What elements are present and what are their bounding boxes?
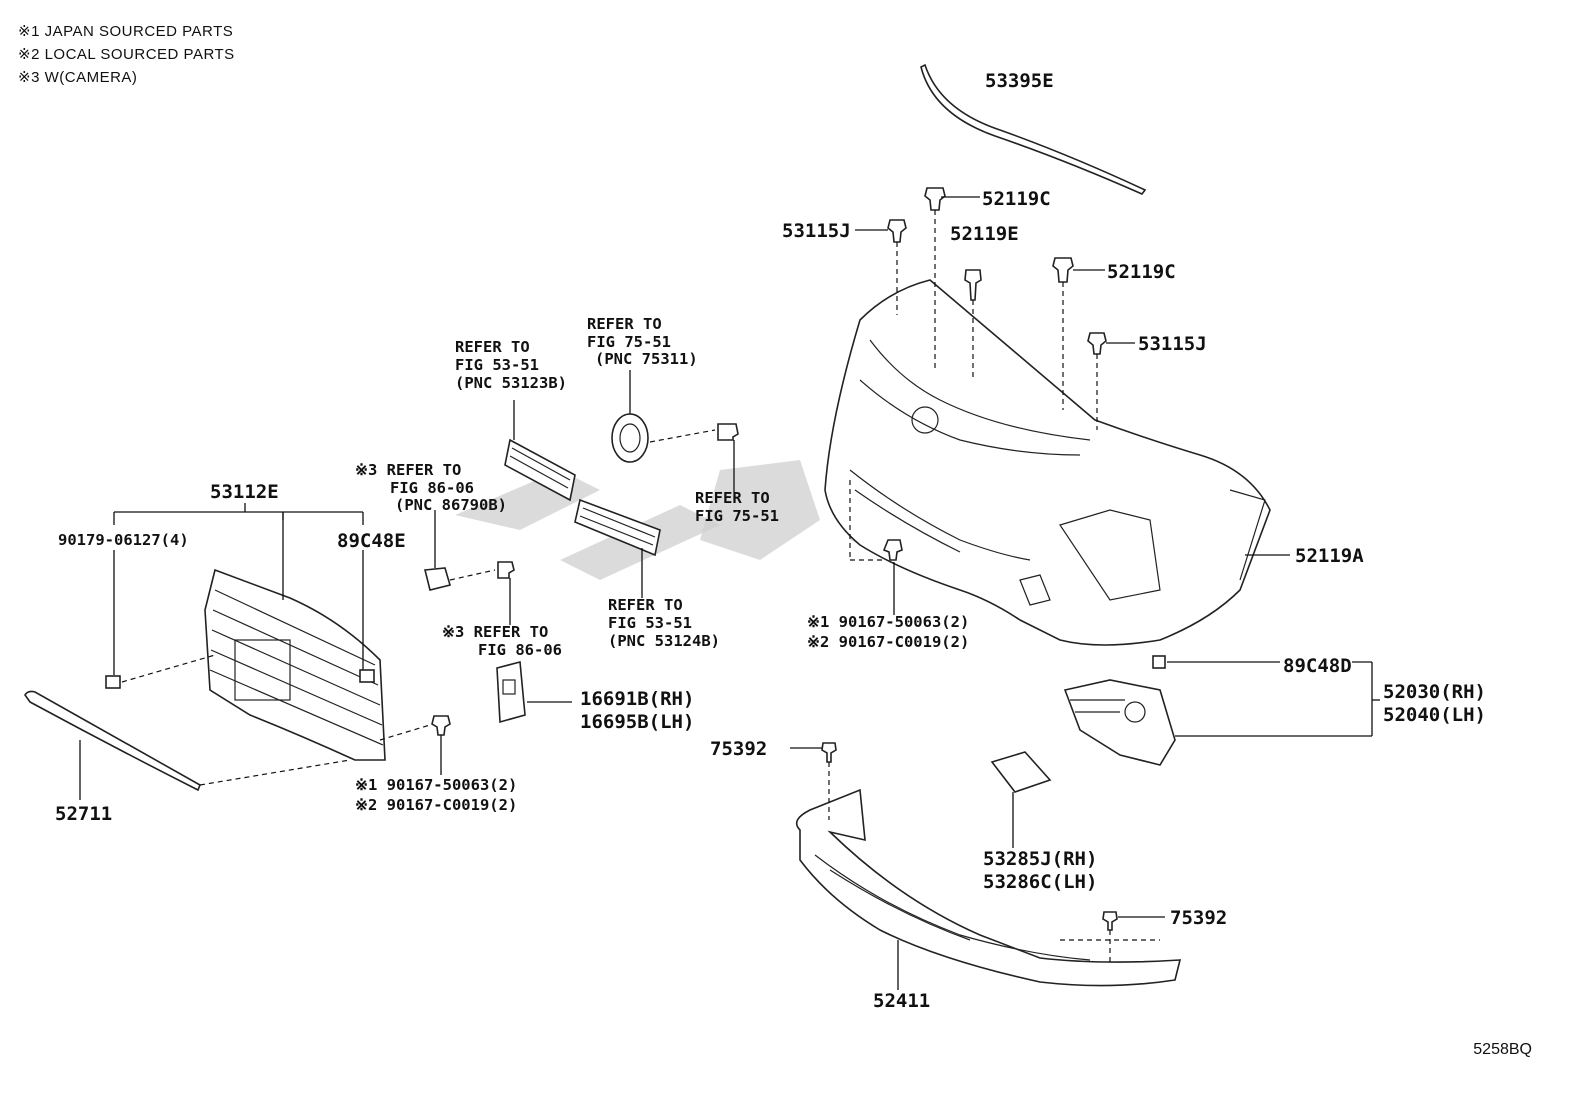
label-90167-50063: ※1 90167-50063(2) bbox=[355, 776, 517, 794]
label-75392: 75392 bbox=[710, 738, 767, 760]
grille-molding-53124B[interactable] bbox=[574, 498, 661, 557]
spoiler-52411[interactable] bbox=[795, 788, 1182, 987]
label-16695B: 16695B(LH) bbox=[580, 711, 694, 733]
label-53395E: 53395E bbox=[985, 70, 1054, 92]
part-52711[interactable] bbox=[24, 690, 202, 792]
grille-53112E[interactable] bbox=[204, 568, 386, 761]
label-52119E: 52119E bbox=[950, 223, 1019, 245]
label-53286C: 53286C(LH) bbox=[983, 871, 1097, 893]
screw-90167-bumper[interactable] bbox=[882, 539, 903, 561]
label-89C48E: 89C48E bbox=[337, 530, 406, 552]
emblem-75311[interactable] bbox=[611, 413, 649, 463]
label-53115J: 53115J bbox=[782, 220, 851, 242]
clip-75392-right[interactable] bbox=[1102, 911, 1118, 931]
ref-86-06: ※3 REFER TO FIG 86-06 bbox=[442, 623, 562, 659]
label-90167-50063: ※1 90167-50063(2) bbox=[807, 613, 969, 631]
ref-53124B: REFER TO FIG 53-51 (PNC 53124B) bbox=[608, 596, 720, 650]
screw-86-06[interactable] bbox=[497, 561, 515, 579]
grille-molding-53123B[interactable] bbox=[504, 438, 576, 502]
clip-53115J-left[interactable] bbox=[887, 219, 907, 243]
label-90167-C0019: ※2 90167-C0019(2) bbox=[807, 633, 969, 651]
label-52040: 52040(LH) bbox=[1383, 704, 1486, 726]
label-89C48D: 89C48D bbox=[1283, 655, 1352, 677]
screw-90167-grille[interactable] bbox=[431, 715, 451, 736]
diagram-code: 5258BQ bbox=[1473, 1041, 1532, 1058]
bracket-16691B[interactable] bbox=[496, 660, 526, 724]
screw-75-51[interactable] bbox=[717, 423, 739, 441]
bracket-53285J[interactable] bbox=[990, 751, 1052, 793]
label-52119A: 52119A bbox=[1295, 545, 1364, 567]
label-52030: 52030(RH) bbox=[1383, 681, 1486, 703]
legend-item: ※1 JAPAN SOURCED PARTS bbox=[18, 23, 234, 40]
clip-52119C-top[interactable] bbox=[924, 187, 946, 211]
ref-75-51: REFER TO FIG 75-51 bbox=[695, 489, 779, 525]
label-90167-C0019: ※2 90167-C0019(2) bbox=[355, 796, 517, 814]
clip-89C48D[interactable] bbox=[1152, 655, 1166, 669]
ref-75311: REFER TO FIG 75-51 (PNC 75311) bbox=[587, 315, 698, 368]
label-53115J: 53115J bbox=[1138, 333, 1207, 355]
fog-cover-52030[interactable] bbox=[1063, 679, 1176, 766]
label-53112E: 53112E bbox=[210, 481, 279, 503]
legend-item: ※3 W(CAMERA) bbox=[18, 69, 138, 86]
part-53395E[interactable] bbox=[920, 63, 1147, 195]
legend: ※1 JAPAN SOURCED PARTS ※2 LOCAL SOURCED … bbox=[18, 20, 235, 89]
ref-53123B: REFER TO FIG 53-51 (PNC 53123B) bbox=[455, 338, 567, 392]
clip-89C48E[interactable] bbox=[359, 669, 375, 683]
label-52711: 52711 bbox=[55, 803, 112, 825]
clip-90179-06127[interactable] bbox=[105, 675, 121, 689]
label-52119C: 52119C bbox=[1107, 261, 1176, 283]
clip-53115J-right[interactable] bbox=[1087, 332, 1107, 355]
label-90179-06127: 90179-06127(4) bbox=[58, 531, 189, 549]
ref-86790B: ※3 REFER TO FIG 86-06 (PNC 86790B) bbox=[355, 461, 507, 514]
clip-52119C-right[interactable] bbox=[1052, 257, 1074, 283]
label-75392: 75392 bbox=[1170, 907, 1227, 929]
legend-item: ※2 LOCAL SOURCED PARTS bbox=[18, 46, 235, 63]
label-16691B: 16691B(RH) bbox=[580, 688, 694, 710]
screw-52119E[interactable] bbox=[964, 269, 982, 301]
clip-75392-left[interactable] bbox=[821, 742, 837, 763]
camera-bracket-86790B[interactable] bbox=[423, 567, 452, 591]
part-52119A-bumper-cover[interactable] bbox=[824, 279, 1271, 646]
label-53285J: 53285J(RH) bbox=[983, 848, 1097, 870]
label-52411: 52411 bbox=[873, 990, 930, 1012]
label-52119C: 52119C bbox=[982, 188, 1051, 210]
